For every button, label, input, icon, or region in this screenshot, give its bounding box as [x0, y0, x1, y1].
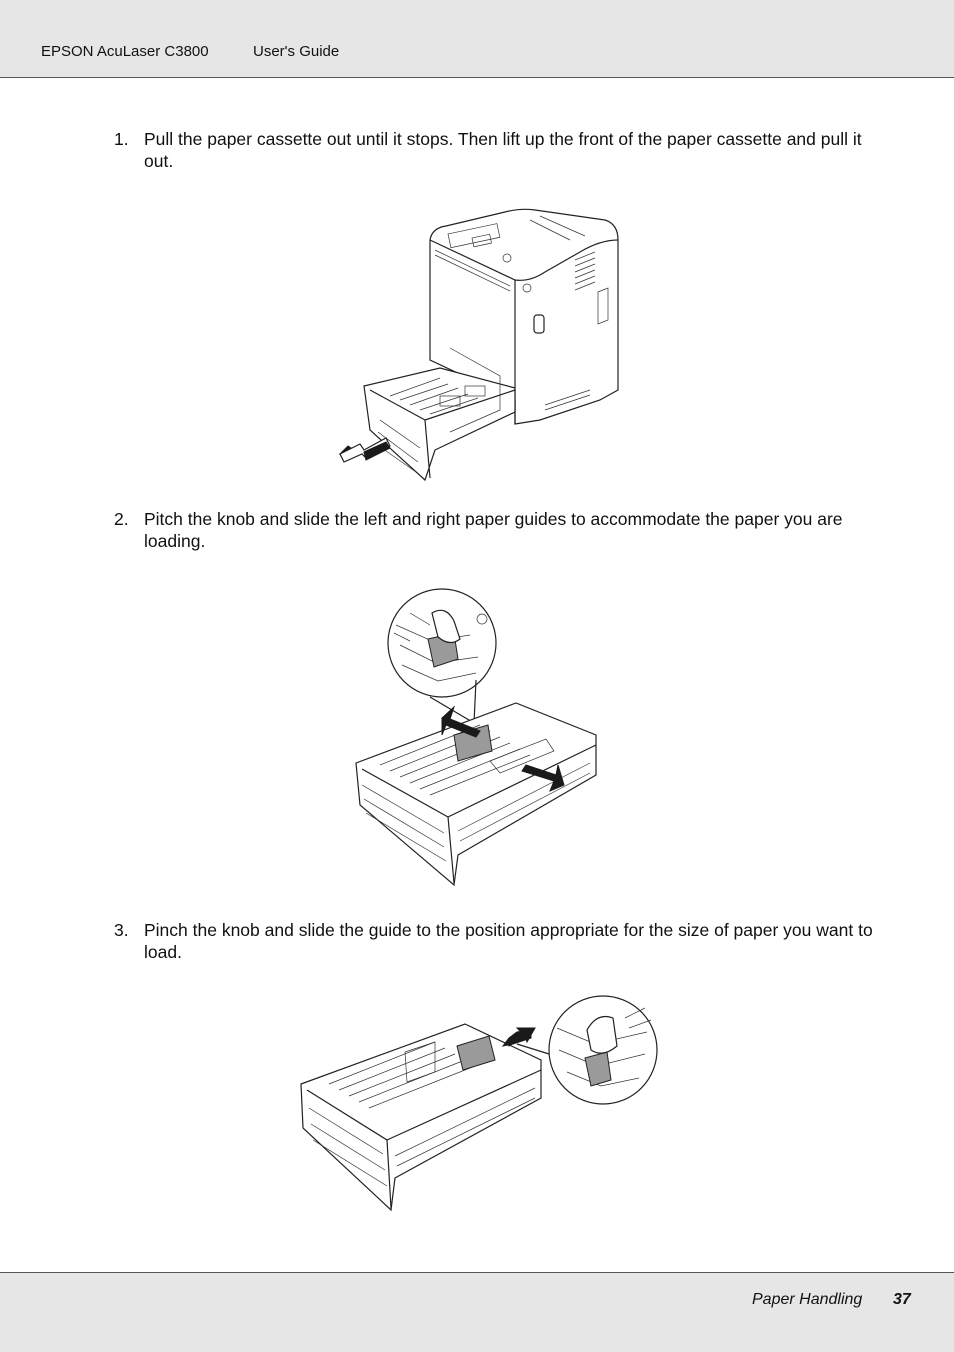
page-header: EPSON AcuLaser C3800 User's Guide: [0, 0, 954, 78]
step-text: Pitch the knob and slide the left and ri…: [144, 509, 843, 551]
page-footer: Paper Handling 37: [0, 1272, 954, 1352]
document-title: User's Guide: [253, 43, 340, 60]
step-number: 1.: [114, 129, 129, 149]
printer-cassette-illustration: [338, 208, 619, 482]
page-number: 37: [893, 1291, 911, 1308]
guide-position-illustration: [300, 995, 658, 1212]
step-text: Pinch the knob and slide the guide to th…: [144, 920, 873, 962]
step-number: 2.: [114, 509, 129, 529]
paper-guides-illustration: [355, 588, 597, 887]
product-title: EPSON AcuLaser C3800: [41, 43, 209, 60]
step-text: Pull the paper cassette out until it sto…: [144, 129, 862, 171]
step-number: 3.: [114, 920, 129, 940]
footer-section: Paper Handling: [752, 1291, 863, 1308]
